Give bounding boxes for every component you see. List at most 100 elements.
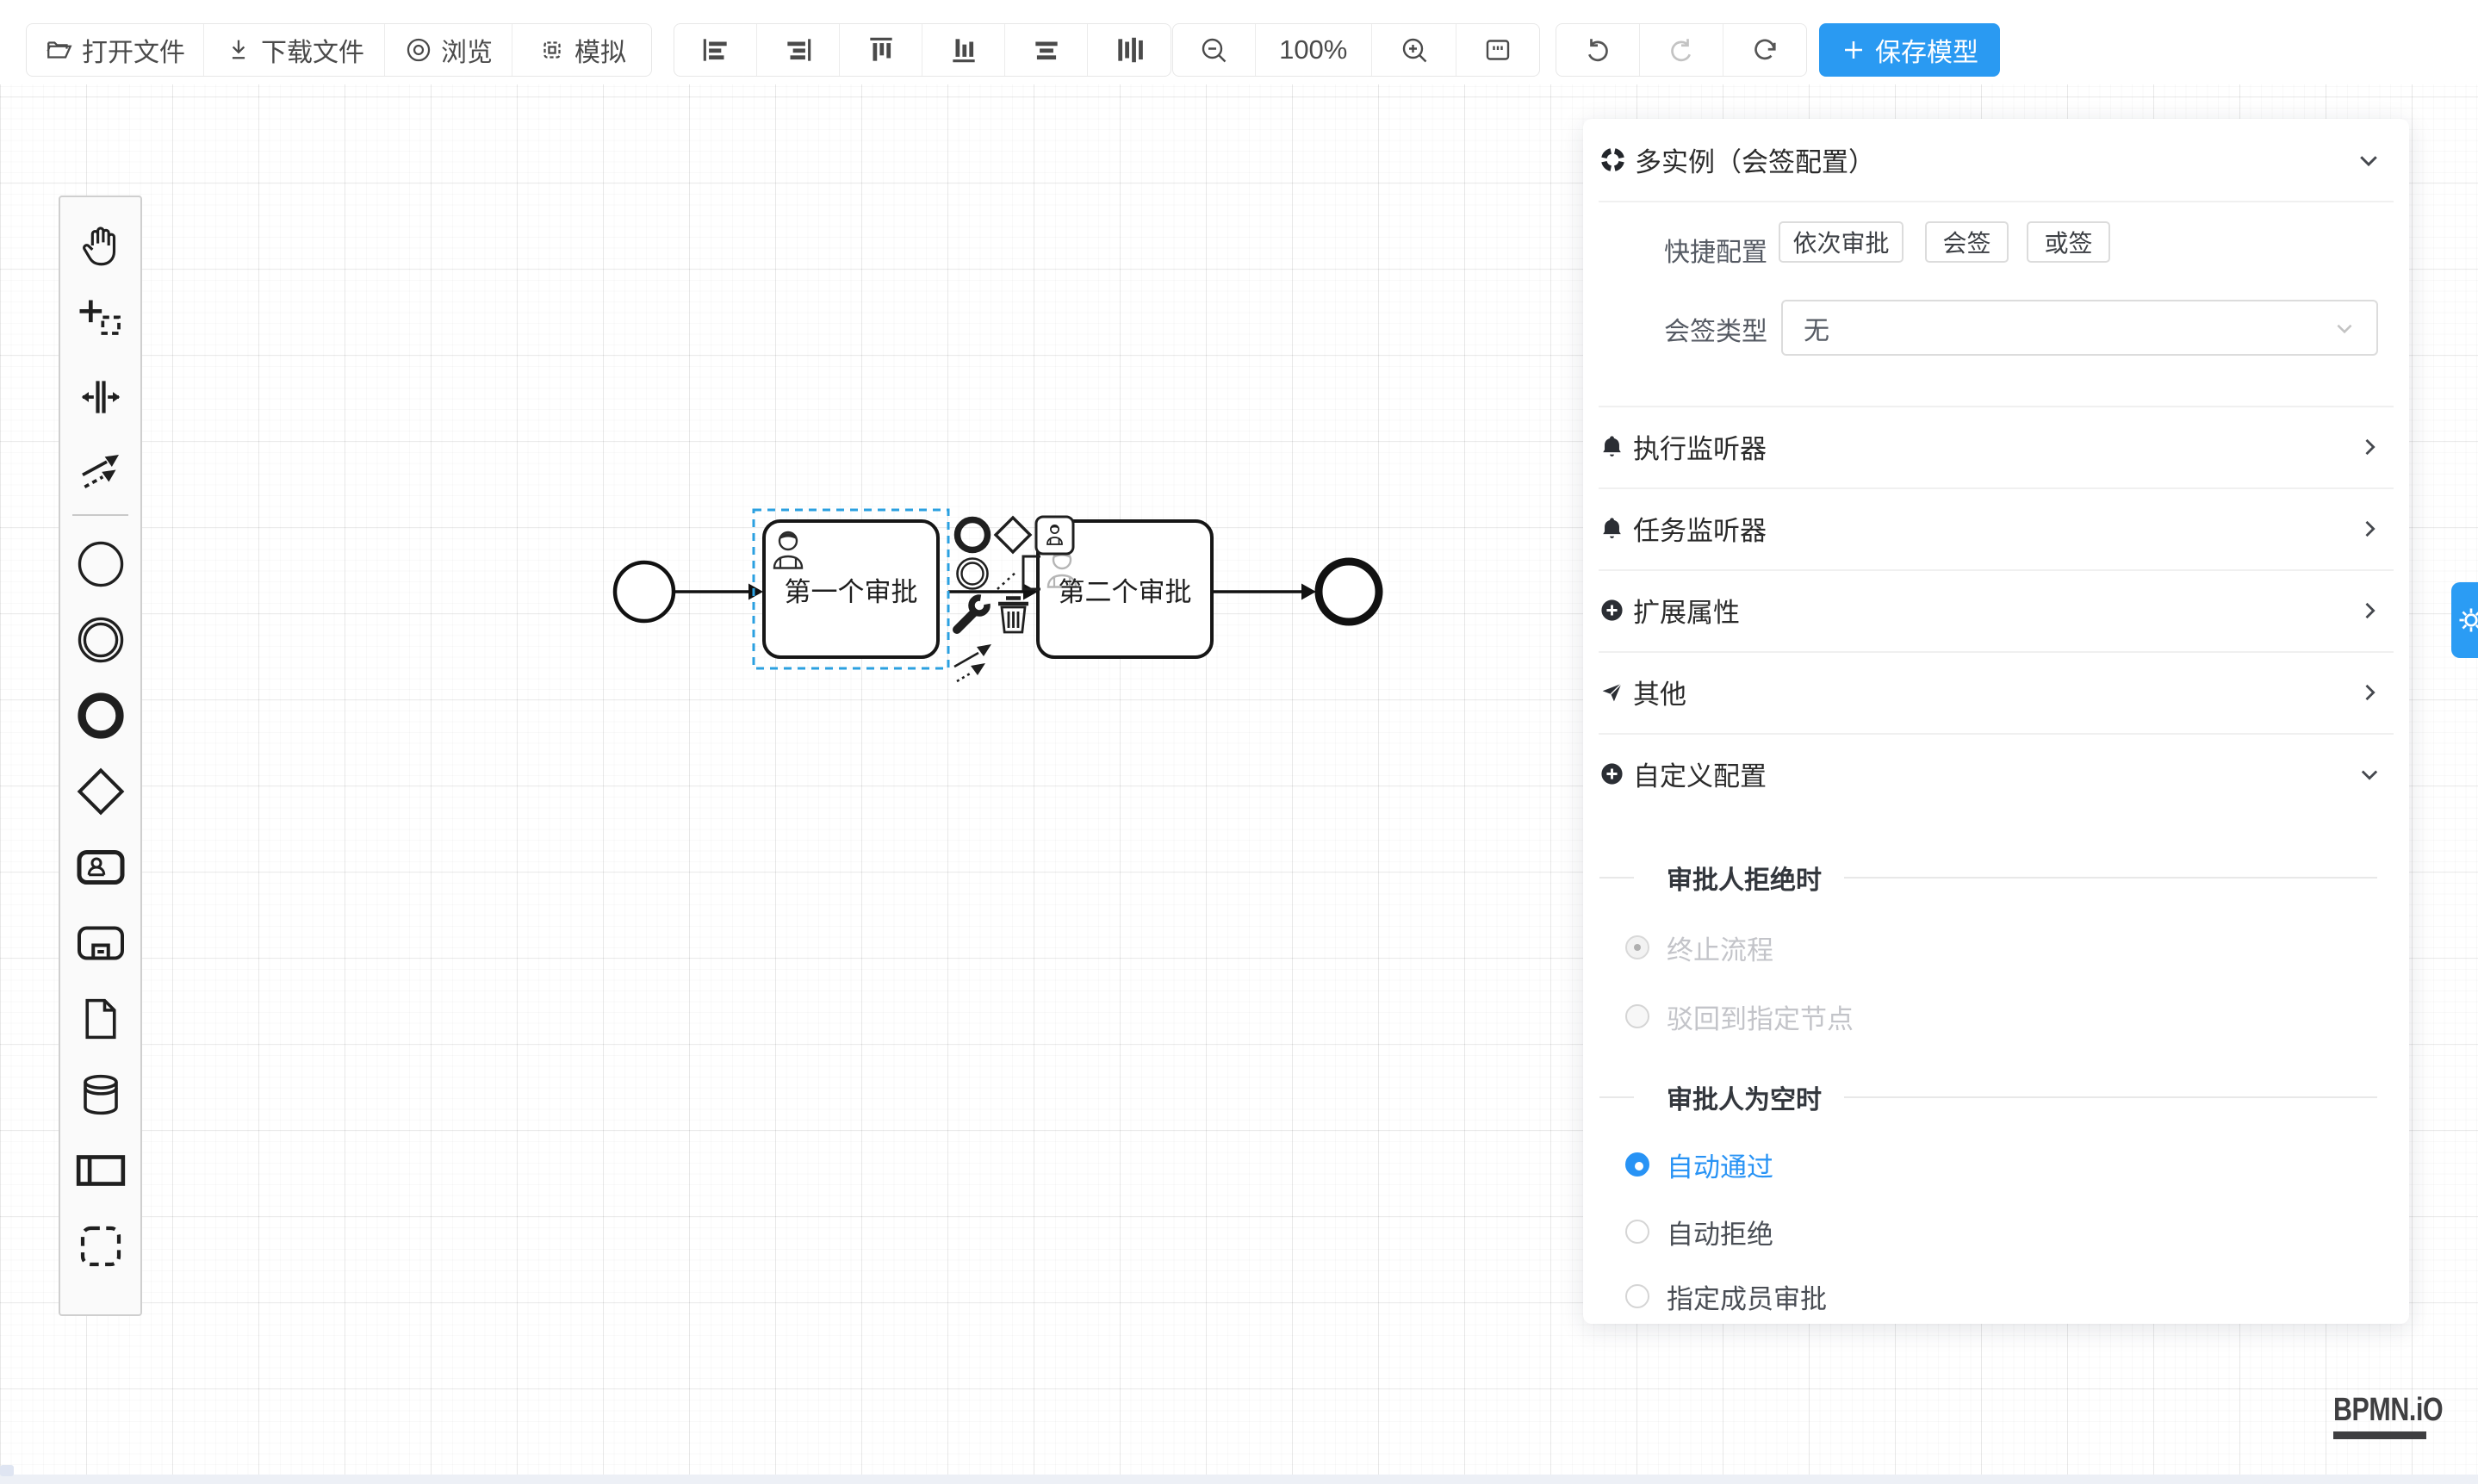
align-top-icon (869, 37, 892, 61)
paper-plane-icon (1602, 683, 1622, 702)
task1-label: 第一个审批 (785, 577, 918, 607)
zoom-out-icon (1202, 38, 1227, 63)
palette-separator (72, 514, 128, 516)
preview-button[interactable]: 浏览 (385, 24, 512, 76)
create-end-event[interactable] (60, 678, 140, 754)
section-extended-props[interactable]: 扩展属性 (1583, 569, 2409, 651)
open-file-label: 打开文件 (82, 39, 185, 67)
fit-viewport-button[interactable] (1456, 24, 1539, 76)
refresh-icon (1754, 39, 1776, 60)
bell-icon (1603, 436, 1621, 456)
eye-icon (407, 38, 431, 62)
orsign-button[interactable]: 或签 (2027, 221, 2110, 263)
align-middle-button[interactable] (1088, 24, 1171, 76)
create-start-event[interactable] (60, 526, 140, 602)
end-event-icon (77, 692, 124, 739)
radio-assign-member[interactable]: 指定成员审批 (1625, 1279, 1827, 1314)
create-user-task[interactable] (60, 829, 140, 905)
bpmn-io-logo[interactable]: BPMN.iO (2333, 1392, 2470, 1439)
section-task-listener[interactable]: 任务监听器 (1583, 487, 2409, 569)
radio-circle[interactable] (1625, 1284, 1649, 1308)
gear-icon (2459, 608, 2478, 632)
countersign-button[interactable]: 会签 (1925, 221, 2009, 263)
sign-type-select[interactable]: 无 (1781, 300, 2378, 356)
align-right-icon (786, 39, 810, 61)
chevron-down-icon[interactable] (2356, 147, 2382, 173)
align-center-button[interactable] (1005, 24, 1088, 76)
align-bottom-button[interactable] (922, 24, 1005, 76)
append-gateway[interactable] (993, 515, 1033, 555)
append-intermediate-event[interactable] (956, 557, 989, 590)
hand-tool[interactable] (60, 208, 140, 283)
create-subprocess[interactable] (60, 905, 140, 981)
radio-auto-reject[interactable]: 自动拒绝 (1625, 1214, 1773, 1250)
sign-type-label: 会签类型 (1664, 318, 1767, 346)
undo-button[interactable] (1556, 24, 1640, 76)
gateway-icon (77, 767, 124, 816)
radio-auto-pass[interactable]: 自动通过 (1625, 1147, 1773, 1183)
multi-instance-icon (1601, 148, 1624, 171)
create-data-store[interactable] (60, 1057, 140, 1133)
context-pad (953, 515, 1075, 683)
fit-viewport-icon (1487, 40, 1510, 60)
global-connect-tool[interactable] (60, 435, 140, 511)
radio-return-node[interactable]: 驳回到指定节点 (1625, 999, 1854, 1034)
create-intermediate-event[interactable] (60, 602, 140, 678)
zoom-in-button[interactable] (1372, 24, 1457, 76)
reject-divider: 审批人拒绝时 (1599, 859, 2377, 897)
download-icon (232, 40, 245, 59)
participant-icon (76, 1155, 125, 1186)
connect-icon[interactable] (953, 644, 991, 683)
end-event[interactable] (1314, 557, 1383, 626)
section-execution-listener[interactable]: 执行监听器 (1583, 406, 2409, 487)
download-file-label: 下载文件 (261, 39, 364, 67)
append-end-event[interactable] (953, 516, 991, 554)
zoom-in-icon (1402, 38, 1427, 63)
radio-circle[interactable] (1625, 1220, 1649, 1244)
append-text-annotation[interactable] (997, 555, 1040, 591)
user-task-icon (77, 850, 124, 885)
sequential-approve-button[interactable]: 依次审批 (1779, 221, 1904, 263)
panel-title: 多实例（会签配置） (1635, 147, 1875, 177)
settings-tab[interactable] (2451, 582, 2478, 658)
bell-icon (1603, 518, 1621, 538)
task-first-approval[interactable] (762, 519, 940, 659)
start-event[interactable] (612, 560, 676, 624)
chip-icon (543, 41, 561, 59)
selection-outline (752, 508, 950, 670)
simulate-button[interactable]: 模拟 (512, 24, 651, 76)
create-data-object[interactable] (60, 981, 140, 1057)
sign-type-value: 无 (1804, 316, 1829, 345)
database-icon (83, 1074, 118, 1115)
chevron-down-icon (2361, 770, 2378, 780)
lasso-tool[interactable] (60, 283, 140, 359)
wrench-icon[interactable] (953, 594, 991, 634)
space-tool[interactable] (60, 359, 140, 435)
align-top-button[interactable] (840, 24, 922, 76)
radio-circle[interactable] (1625, 1004, 1649, 1028)
open-file-button[interactable]: 打开文件 (27, 24, 204, 76)
create-gateway[interactable] (60, 754, 140, 829)
file-icon (84, 998, 116, 1040)
save-model-button[interactable]: 保存模型 (1819, 23, 2000, 77)
redo-icon (1671, 39, 1692, 62)
section-custom-config[interactable]: 自定义配置 (1583, 733, 2409, 815)
append-user-task[interactable] (1034, 515, 1075, 556)
zoom-out-button[interactable] (1173, 24, 1256, 76)
create-participant[interactable] (60, 1133, 140, 1208)
align-right-button[interactable] (757, 24, 840, 76)
section-other[interactable]: 其他 (1583, 651, 2409, 733)
align-left-button[interactable] (674, 24, 757, 76)
redo-button[interactable] (1640, 24, 1723, 76)
download-file-button[interactable]: 下载文件 (204, 24, 385, 76)
space-tool-icon (81, 381, 120, 413)
panel-header[interactable]: 多实例（会签配置） (1583, 119, 2409, 201)
folder-open-icon (47, 41, 72, 59)
plus-icon (1845, 41, 1862, 59)
radio-circle[interactable] (1625, 935, 1649, 959)
radio-terminate[interactable]: 终止流程 (1625, 930, 1773, 966)
trash-icon[interactable] (998, 596, 1028, 634)
radio-circle[interactable] (1625, 1152, 1649, 1177)
reset-button[interactable] (1723, 24, 1806, 76)
